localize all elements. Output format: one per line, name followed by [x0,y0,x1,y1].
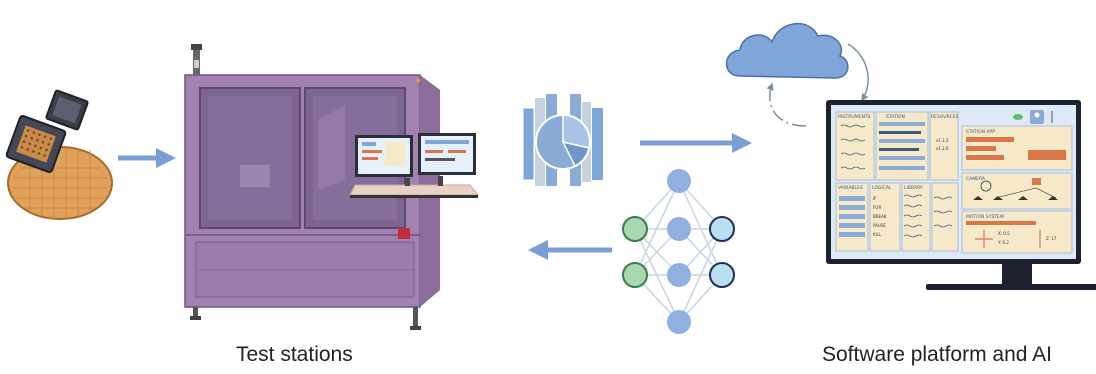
panel-resources-label: RESOURCES [931,114,959,120]
nn-hidden-node [667,169,691,193]
resource-version-2: v1.2.6 [936,146,949,151]
motion-y-value: Y: 0.2 [997,240,1009,245]
motion-x-value: X: 0.5 [998,231,1010,236]
panel-library-label: LIBRARY [904,185,923,191]
data-analytics-icon [522,94,603,186]
nn-hidden-node [667,310,691,334]
nn-input-node [622,216,648,242]
motion-z-value: Z: 17 [1046,236,1057,241]
nn-hidden-node [667,263,691,287]
platform-monitor: INSTRUMENTS STATION RESOURCES VARIABLES … [826,100,1096,290]
panel-camera-label: CAMERA [966,176,986,182]
caption-software-platform-ai: Software platform and AI [822,343,1052,366]
svg-text:✦: ✦ [414,76,422,87]
nn-hidden-node [667,217,691,241]
logic-item-if: IF [873,196,877,201]
panel-instruments-label: INSTRUMENTS [838,114,871,120]
nn-input-node [622,262,648,288]
panel-variables-label: VARIABLES [838,185,863,191]
cloud-upload-arrow [766,82,807,127]
panel-motion-system-label: MOTION SYSTEM [966,214,1004,220]
panel-logical-label: LOGICAL [872,185,892,191]
panel-station-app-label: STATION APP [966,129,995,135]
logic-item-pause: PAUSE [873,223,886,228]
cloud-download-arrow [847,43,869,102]
test-station-machine: ✦ [184,44,480,330]
cloud-icon [725,22,849,79]
caption-test-stations: Test stations [236,343,353,366]
nn-output-node [709,262,735,288]
logic-item-kill: KILL [873,232,882,237]
chip-socket-illustration [5,89,89,174]
nn-output-node [709,216,735,242]
resource-version-1: v1.1.2 [936,138,949,143]
logic-item-for: FOR [873,205,881,210]
panel-station-label: STATION [886,114,905,120]
neural-network-icon [634,180,723,323]
logic-item-break: BREAK [873,214,887,219]
